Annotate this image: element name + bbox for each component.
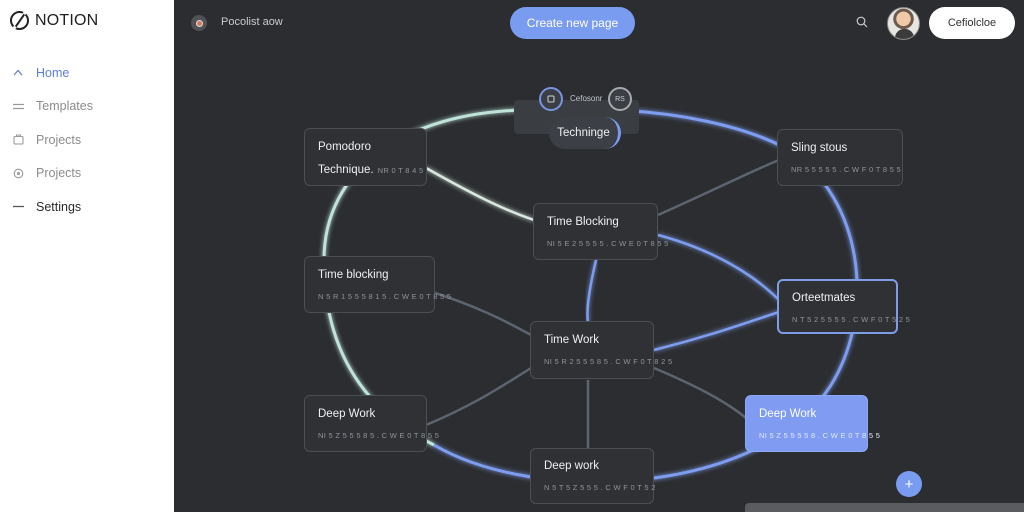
- sidebar-item-label: Home: [36, 65, 70, 80]
- sidebar-item-projects[interactable]: Projects: [0, 123, 174, 157]
- sidebar-item-projects-2[interactable]: Projects: [0, 157, 174, 191]
- card-deep-work[interactable]: Deep Work NI 5 Z 5 5 5 8 5 . C W E 0 T 8…: [304, 395, 440, 452]
- card-title: Deep work: [544, 460, 599, 472]
- card-title: Deep Work: [759, 408, 817, 420]
- inner-links: [425, 158, 780, 448]
- bottom-panel-edge: [745, 503, 1024, 512]
- workspace-icon[interactable]: [191, 15, 207, 31]
- card-deep-work-3[interactable]: Deep work N 5 T 5 Z 5 5 5 . C W F 0 T 5 …: [530, 448, 656, 504]
- top-right-button[interactable]: Cefiolcloe: [929, 7, 1015, 39]
- card-title: Pomodoro: [318, 141, 372, 153]
- card-meta: N T 5 2 5 5 5 5 . C W F 0 T 5 2 5: [792, 315, 911, 324]
- sidebar-item-label: Settings: [36, 199, 82, 214]
- card-meta: N 5 R 1 5 5 5 8 1 5 . C W E 0 T 8 5 5: [318, 292, 452, 301]
- card-sling-stous[interactable]: Sling stous NR 5 5 5 5 5 . C W F 0 T 8 5…: [777, 129, 903, 186]
- sidebar-item-label: Projects: [36, 132, 82, 147]
- add-node-button[interactable]: +: [896, 471, 922, 497]
- card-title: Time Blocking: [547, 216, 619, 228]
- card-title: Sling stous: [791, 142, 848, 154]
- card-subtitle: Technique.: [318, 164, 374, 176]
- card-title: Orteetmates: [792, 292, 856, 304]
- card-meta: NR 5 5 5 5 5 . C W F 0 T 8 5 5: [791, 165, 902, 174]
- card-title: Deep Work: [318, 408, 376, 420]
- dash-icon: [11, 200, 25, 214]
- sidebar-item-settings[interactable]: Settings: [0, 190, 174, 224]
- breadcrumb[interactable]: Pocolist aow: [221, 16, 283, 28]
- sidebar-nav: Home Templates Projects Projects Setting…: [0, 56, 174, 224]
- card-meta: N 5 T 5 Z 5 5 5 . C W F 0 T 5 2: [544, 483, 656, 492]
- create-new-page-button[interactable]: Create new page: [510, 7, 635, 39]
- sidebar-item-home[interactable]: Home: [0, 56, 174, 90]
- sidebar-item-label: Templates: [36, 99, 93, 114]
- sidebar: NOTION Home Templates Projects Projects: [0, 0, 174, 512]
- card-time-work[interactable]: Time Work NI 5 R 2 5 5 5 8 5 . C W F 0 T…: [530, 321, 673, 379]
- card-orteetmates[interactable]: Orteetmates N T 5 2 5 5 5 5 . C W F 0 T …: [777, 279, 911, 334]
- brand[interactable]: NOTION: [10, 11, 98, 30]
- card-pomodoro[interactable]: Pomodoro Technique.NR 0 T 8 4 5: [304, 128, 427, 186]
- plus-icon: +: [904, 475, 914, 493]
- collaborator-dot-icon[interactable]: [539, 87, 563, 111]
- card-time-blocking[interactable]: Time Blocking NI 5 E 2 5 5 5 5 . C W E 0…: [533, 203, 669, 260]
- sidebar-item-label: Projects: [36, 166, 82, 181]
- card-title: Time blocking: [318, 269, 389, 281]
- collaborator-badge[interactable]: RS: [608, 87, 632, 111]
- brand-name: NOTION: [35, 11, 99, 29]
- card-meta: NI 5 R 2 5 5 5 8 5 . C W F 0 T 8 2 5: [544, 357, 673, 366]
- card-meta: NI 5 Z 5 5 5 5 8 . C W E 0 T 8 5 5: [759, 431, 881, 440]
- collaborators-label: Cefosonr: [570, 94, 603, 103]
- card-deep-work-selected[interactable]: Deep Work NI 5 Z 5 5 5 5 8 . C W E 0 T 8…: [745, 395, 881, 452]
- lines-icon: [11, 99, 25, 113]
- notion-logo-icon: [10, 11, 29, 30]
- avatar[interactable]: [887, 7, 920, 40]
- card-meta: NR 0 T 8 4 5: [377, 166, 424, 175]
- chevron-up-icon: [11, 66, 25, 80]
- card-meta: NI 5 Z 5 5 5 8 5 . C W E 0 T 8 5 5: [318, 431, 440, 440]
- card-title: Time Work: [544, 334, 599, 346]
- card-meta: NI 5 E 2 5 5 5 5 . C W E 0 T 8 5 5: [547, 239, 669, 248]
- technique-chip[interactable]: Techninge: [549, 117, 621, 149]
- sidebar-item-templates[interactable]: Templates: [0, 90, 174, 124]
- search-icon[interactable]: [856, 16, 868, 28]
- circle-icon: [11, 166, 25, 180]
- card-time-blocking-2[interactable]: Time blocking N 5 R 1 5 5 5 8 1 5 . C W …: [304, 256, 452, 313]
- folder-icon: [11, 133, 25, 147]
